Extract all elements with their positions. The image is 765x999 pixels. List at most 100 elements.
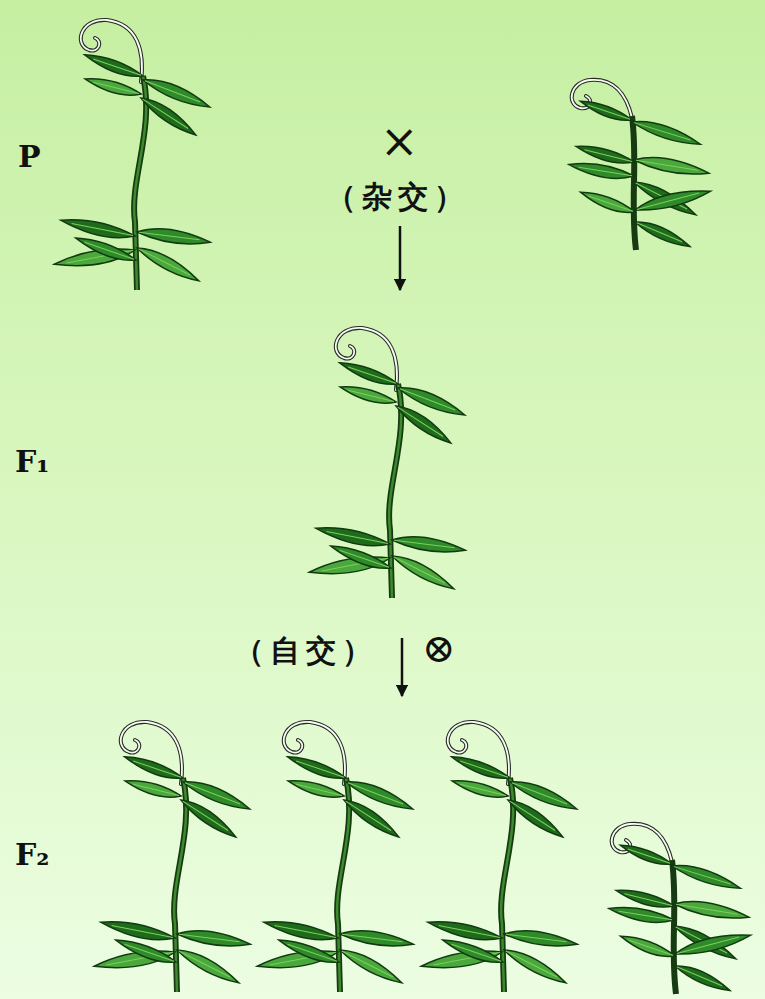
leaf-blade — [441, 936, 505, 968]
leaf-blade — [339, 927, 414, 950]
leaf-blade — [450, 776, 509, 801]
leaf — [178, 795, 239, 842]
cross-symbol: × — [380, 116, 419, 167]
leaf-vein — [637, 193, 700, 210]
leaf — [286, 776, 345, 801]
leaf-vein — [348, 389, 394, 402]
leaf-blade — [329, 542, 393, 574]
leaf-blade — [83, 74, 142, 99]
leaf-vein — [93, 58, 141, 76]
leaf — [578, 188, 636, 218]
leaf — [633, 184, 712, 215]
leaf — [568, 159, 635, 182]
tendril — [336, 328, 397, 390]
leaf-vein — [439, 925, 500, 939]
leaf — [618, 932, 676, 962]
leaf-blade — [426, 917, 503, 945]
leaf-blade — [338, 382, 397, 407]
leaf-blade — [578, 97, 633, 125]
leaf-blade — [74, 234, 138, 266]
leaf-blade — [178, 795, 239, 842]
tendril-outline — [81, 20, 142, 82]
generation-label: P — [18, 140, 41, 173]
stem-highlight — [501, 778, 513, 992]
leaf — [426, 917, 503, 945]
leaf — [83, 74, 142, 99]
leaf — [505, 795, 566, 842]
leaf-blade — [618, 841, 673, 869]
leaf-vein — [348, 782, 403, 805]
leaf-vein — [628, 939, 673, 956]
leaf-blade — [673, 897, 750, 923]
leaf-vein — [452, 943, 502, 962]
leaf-vein — [93, 81, 139, 94]
leaf-vein — [342, 950, 393, 978]
leaf-vein — [327, 531, 388, 545]
leaf — [393, 401, 454, 448]
leaf — [618, 841, 673, 869]
leaf-blade — [114, 936, 178, 968]
leaf-blade — [59, 215, 136, 243]
leaf — [123, 776, 182, 801]
leaf — [503, 927, 578, 950]
leaf — [136, 225, 211, 248]
leaf-blade — [393, 401, 454, 448]
tendril — [81, 20, 142, 82]
leaf — [391, 533, 466, 556]
leaf-blade — [341, 795, 402, 842]
leaf-vein — [275, 925, 336, 939]
leaf — [277, 936, 341, 968]
leaf-blade — [314, 523, 391, 551]
leaf-blade — [277, 936, 341, 968]
down-arrow — [401, 638, 404, 696]
leaf-blade — [630, 116, 702, 149]
stem — [501, 778, 513, 992]
tall-pea-plant — [420, 722, 579, 992]
leaf-vein — [143, 98, 188, 129]
leaf — [83, 50, 145, 81]
leaf-blade — [673, 928, 752, 959]
leaf-vein — [342, 933, 402, 942]
leaf-blade — [136, 225, 211, 248]
process-label: （自交） — [234, 634, 378, 667]
leaf — [578, 97, 633, 125]
leaf-vein — [619, 910, 672, 920]
leaf — [338, 944, 405, 987]
leaf-blade — [568, 159, 635, 182]
leaf-vein — [85, 241, 135, 260]
leaf-vein — [510, 800, 555, 831]
tendril — [121, 722, 182, 784]
tendril-outline — [448, 722, 509, 784]
leaf-vein — [512, 782, 567, 805]
leaf-blade — [138, 93, 199, 140]
leaf — [59, 215, 136, 243]
tall-pea-plant — [53, 20, 212, 290]
leaf — [341, 795, 402, 842]
leaf — [74, 234, 138, 266]
leaf — [441, 936, 505, 968]
leaf — [176, 927, 251, 950]
leaf-vein — [674, 866, 731, 885]
leaf-blade — [286, 752, 348, 783]
dwarf-pea-plant — [608, 824, 752, 995]
leaf-vein — [133, 760, 181, 778]
leaf-vein — [636, 159, 698, 171]
leaf-vein — [460, 783, 506, 796]
leaf-vein — [183, 800, 228, 831]
leaf — [175, 944, 242, 987]
leaf-vein — [394, 556, 445, 584]
leaf-vein — [145, 80, 200, 103]
down-arrow — [399, 226, 402, 290]
leaf-vein — [179, 950, 230, 978]
leaf-blade — [618, 932, 676, 962]
leaf-blade — [578, 188, 636, 218]
leaf-vein — [400, 388, 455, 411]
leaf-vein — [288, 943, 338, 962]
dwarf-pea-plant — [568, 80, 712, 251]
leaf-vein — [579, 166, 632, 176]
tendril-outline — [121, 722, 182, 784]
tall-pea-plant — [308, 328, 467, 598]
leaf — [450, 776, 509, 801]
tall-pea-plant — [256, 722, 415, 992]
leaf-blade — [502, 944, 569, 987]
